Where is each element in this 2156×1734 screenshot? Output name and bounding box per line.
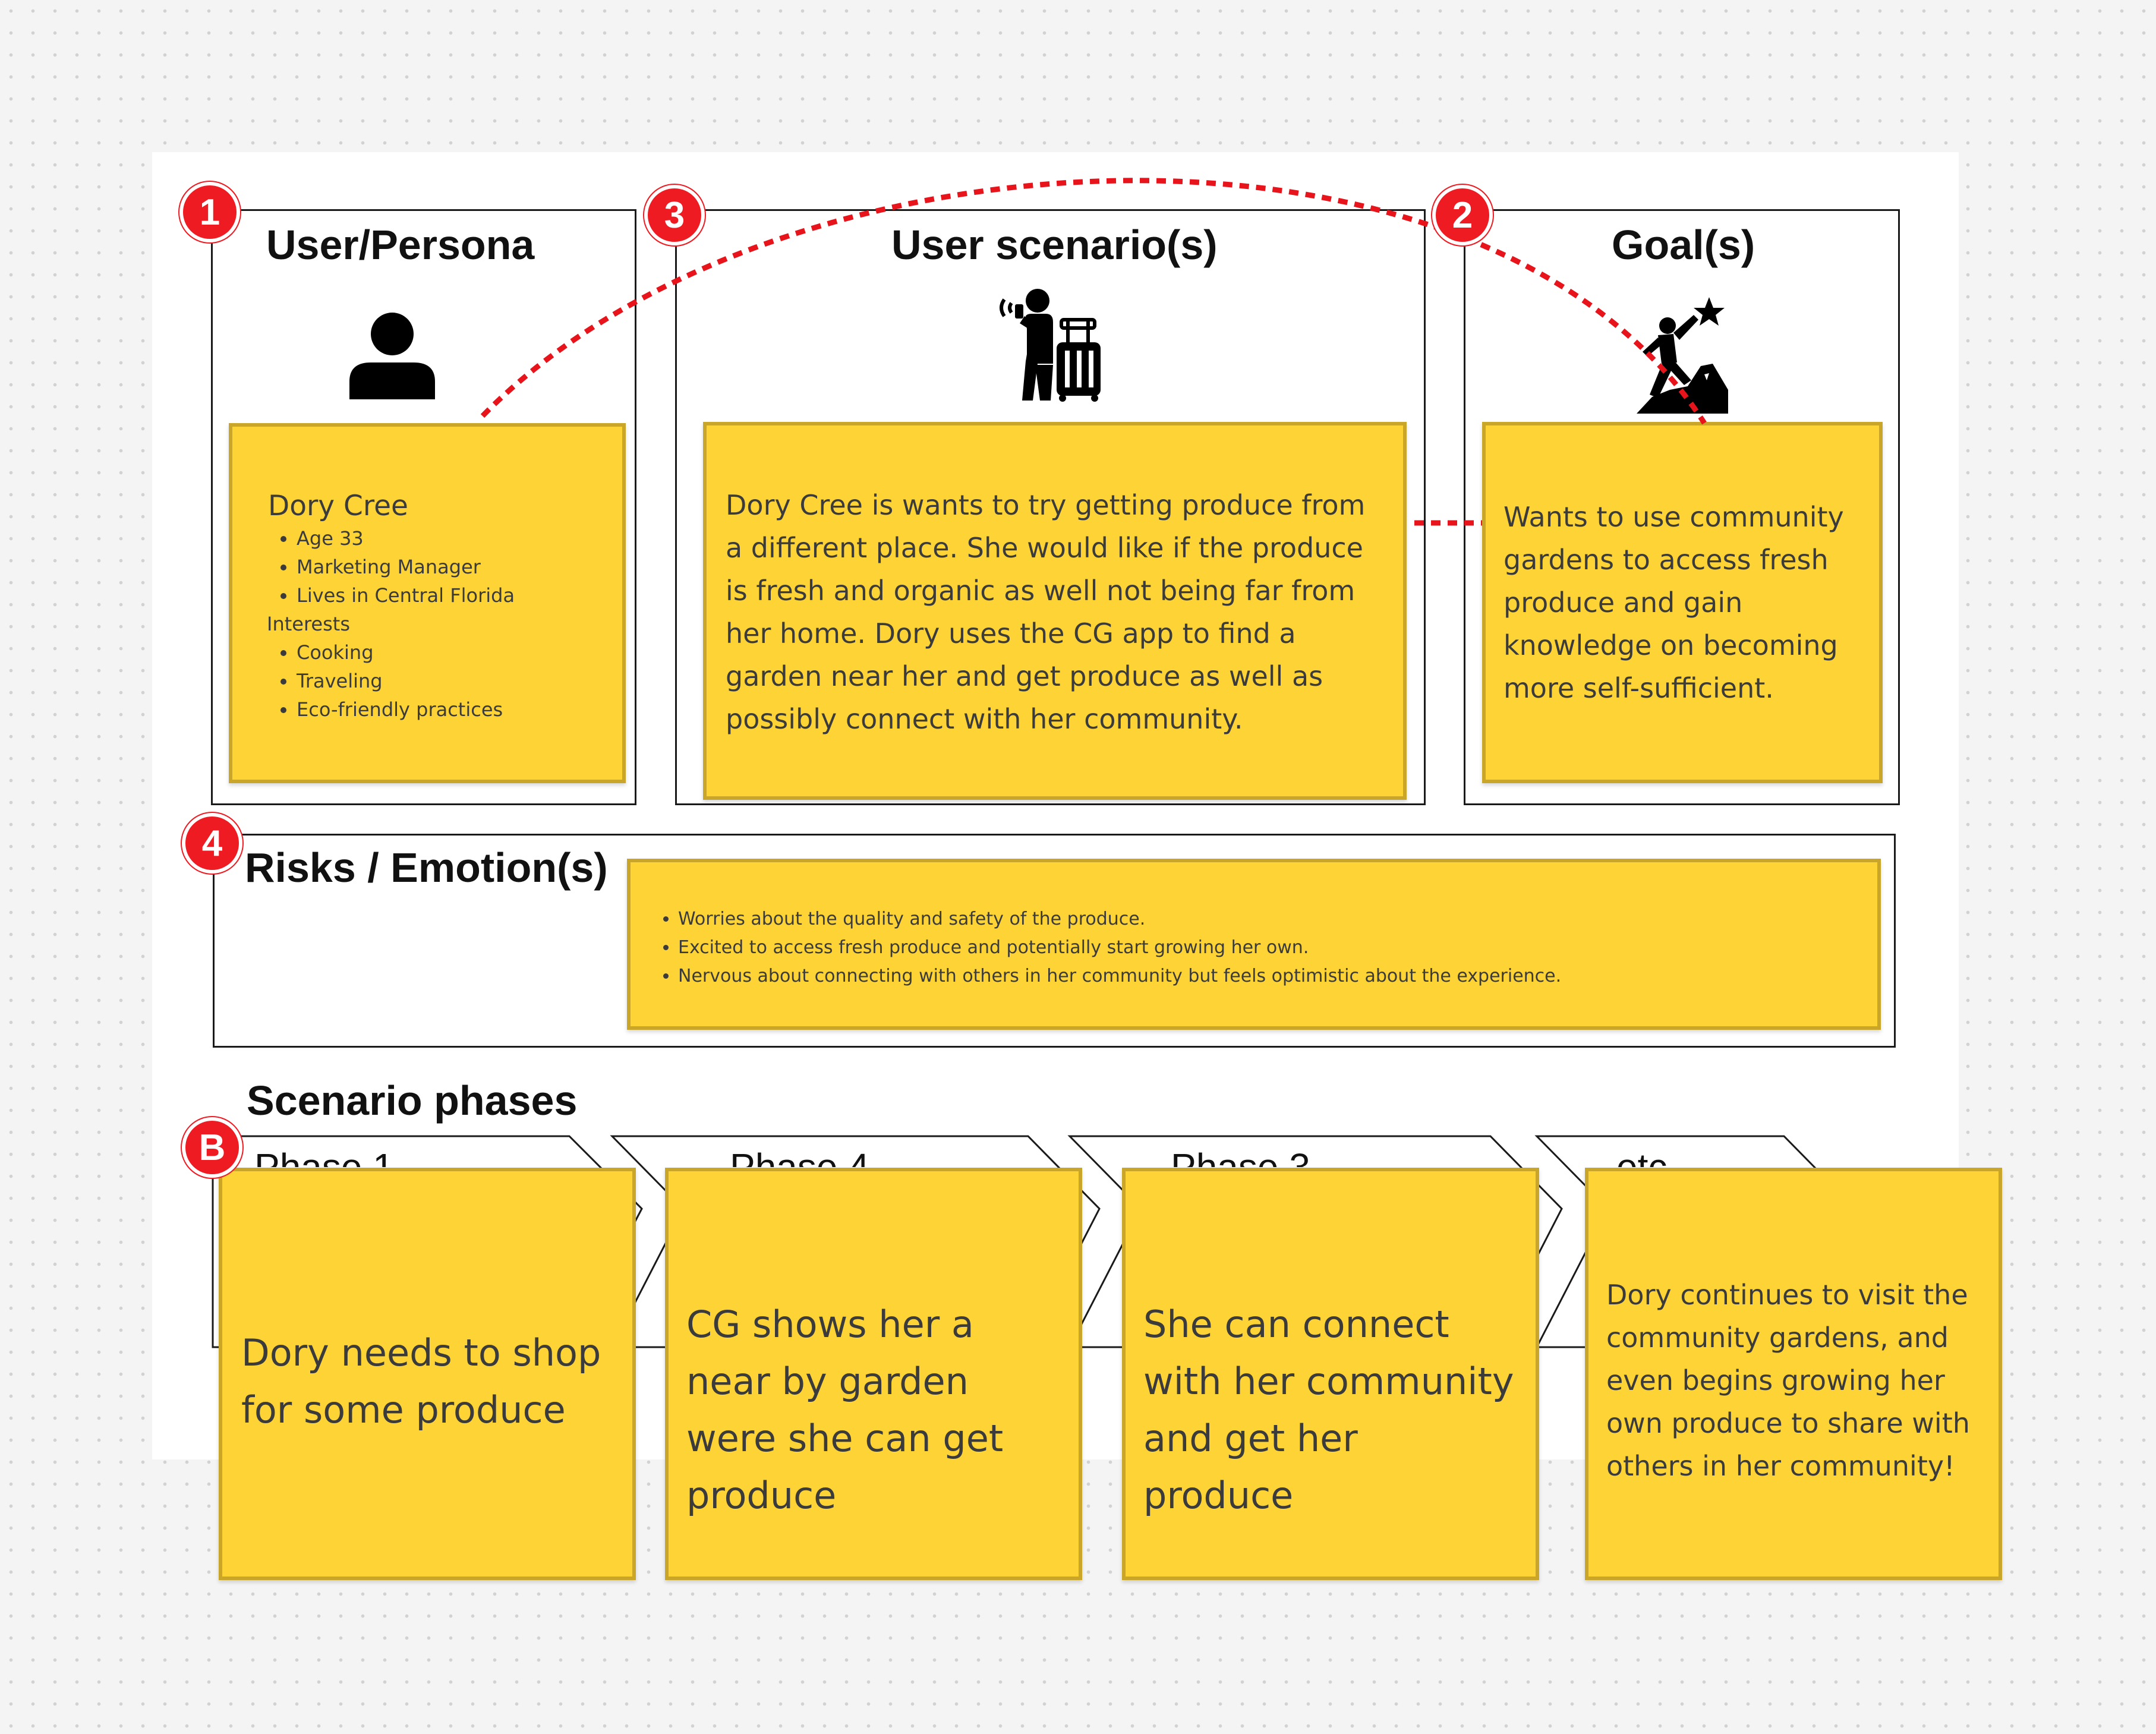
- persona-frame[interactable]: [211, 209, 636, 805]
- phase-sticky-1-text: Dory needs to shop for some produce: [241, 1331, 601, 1432]
- persona-detail: Age 33: [297, 524, 587, 553]
- phase-label-1: Phase 1: [254, 1149, 394, 1167]
- risks-sticky[interactable]: Worries about the quality and safety of …: [627, 859, 1881, 1030]
- persona-sticky[interactable]: Dory Cree Age 33 Marketing Manager Lives…: [229, 423, 626, 783]
- persona-interests-list: Cooking Traveling Eco-friendly practices: [268, 638, 587, 724]
- persona-detail: Marketing Manager: [297, 553, 587, 581]
- user-icon: [349, 313, 435, 399]
- phase-label-3: Phase 3: [1171, 1149, 1310, 1167]
- risk-item: Excited to access fresh produce and pote…: [678, 934, 1859, 962]
- scenario-badge: 3: [644, 185, 705, 245]
- risks-frame[interactable]: [213, 834, 1896, 1048]
- risk-item: Nervous about connecting with others in …: [678, 962, 1859, 991]
- persona-interest: Cooking: [297, 638, 587, 667]
- phase-sticky-1[interactable]: Dory needs to shop for some produce: [219, 1168, 636, 1580]
- phase-label-4: etc.: [1616, 1149, 1678, 1167]
- persona-badge: 1: [179, 182, 240, 242]
- phases-badge: B: [182, 1117, 242, 1178]
- persona-name: Dory Cree: [268, 490, 408, 522]
- scenario-sticky[interactable]: Dory Cree is wants to try getting produc…: [703, 422, 1407, 800]
- phase-sticky-2-text: CG shows her a near by garden were she c…: [686, 1303, 1004, 1517]
- persona-interests-label: Interests: [267, 613, 350, 635]
- risks-list: Worries about the quality and safety of …: [648, 905, 1859, 991]
- phase-sticky-3-text: She can connect with her community and g…: [1143, 1303, 1514, 1517]
- goals-badge: 2: [1432, 185, 1493, 245]
- persona-details-list: Age 33 Marketing Manager Lives in Centra…: [268, 524, 587, 610]
- phases-title: Scenario phases: [247, 1077, 578, 1124]
- risks-title: Risks / Emotion(s): [245, 844, 608, 891]
- goals-sticky[interactable]: Wants to use community gardens to access…: [1482, 422, 1883, 783]
- phase-label-2: Phase 4: [730, 1149, 869, 1167]
- phase-sticky-4[interactable]: Dory continues to visit the community ga…: [1585, 1168, 2002, 1580]
- phase-sticky-4-text: Dory continues to visit the community ga…: [1606, 1279, 1970, 1482]
- goals-text: Wants to use community gardens to access…: [1503, 501, 1844, 704]
- risks-badge: 4: [182, 813, 242, 874]
- persona-detail: Lives in Central Florida: [297, 581, 587, 610]
- persona-interest: Traveling: [297, 667, 587, 695]
- risk-item: Worries about the quality and safety of …: [678, 905, 1859, 934]
- scenario-text: Dory Cree is wants to try getting produc…: [726, 489, 1366, 735]
- phase-sticky-3[interactable]: She can connect with her community and g…: [1122, 1168, 1539, 1580]
- phase-sticky-2[interactable]: CG shows her a near by garden were she c…: [665, 1168, 1082, 1580]
- persona-interest: Eco-friendly practices: [297, 695, 587, 724]
